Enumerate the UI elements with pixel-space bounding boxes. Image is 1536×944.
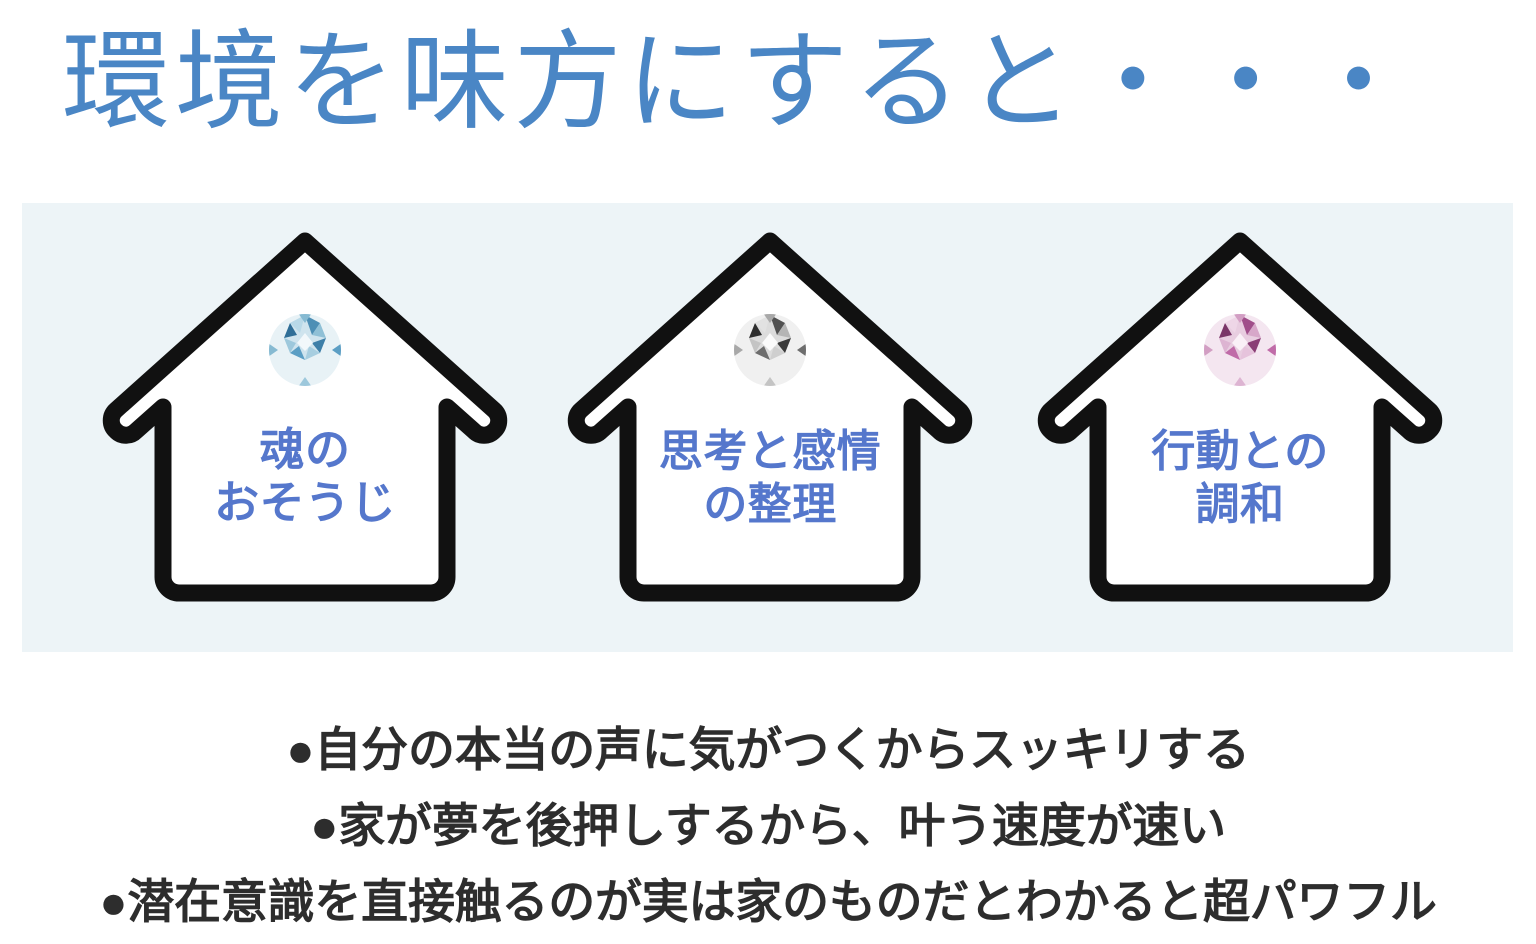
house-label-3: 行動との 調和 xyxy=(1151,427,1329,529)
blue-gem-icon xyxy=(268,313,342,387)
list-item: ●自分の本当の声に気がつくからスッキリする xyxy=(286,723,1250,776)
house-label-2: 思考と感情 の整理 xyxy=(658,427,882,529)
page-title: 環境を味方にすると・・・ xyxy=(62,24,1418,143)
list-item: ●家が夢を後押しするから、叶う速度が速い xyxy=(310,799,1226,852)
house-card-2[interactable]: 思考と感情 の整理 xyxy=(555,225,985,607)
benefit-bullet-list: ●自分の本当の声に気がつくからスッキリする ●家が夢を後押しするから、叶う速度が… xyxy=(0,712,1536,940)
pink-gem-icon xyxy=(1203,313,1277,387)
house-card-3[interactable]: 行動との 調和 xyxy=(1025,225,1455,607)
house-card-1[interactable]: 魂の おそうじ xyxy=(90,225,520,607)
houses-panel: 魂の おそうじ xyxy=(22,203,1513,652)
house-label-1: 魂の おそうじ xyxy=(214,424,396,528)
white-gem-icon xyxy=(733,313,807,387)
house-shape-icon xyxy=(1037,232,1443,602)
house-shape-icon xyxy=(102,232,508,602)
house-shape-icon xyxy=(567,232,973,602)
list-item: ●潜在意識を直接触るのが実は家のものだとわかると超パワフル xyxy=(99,875,1437,928)
